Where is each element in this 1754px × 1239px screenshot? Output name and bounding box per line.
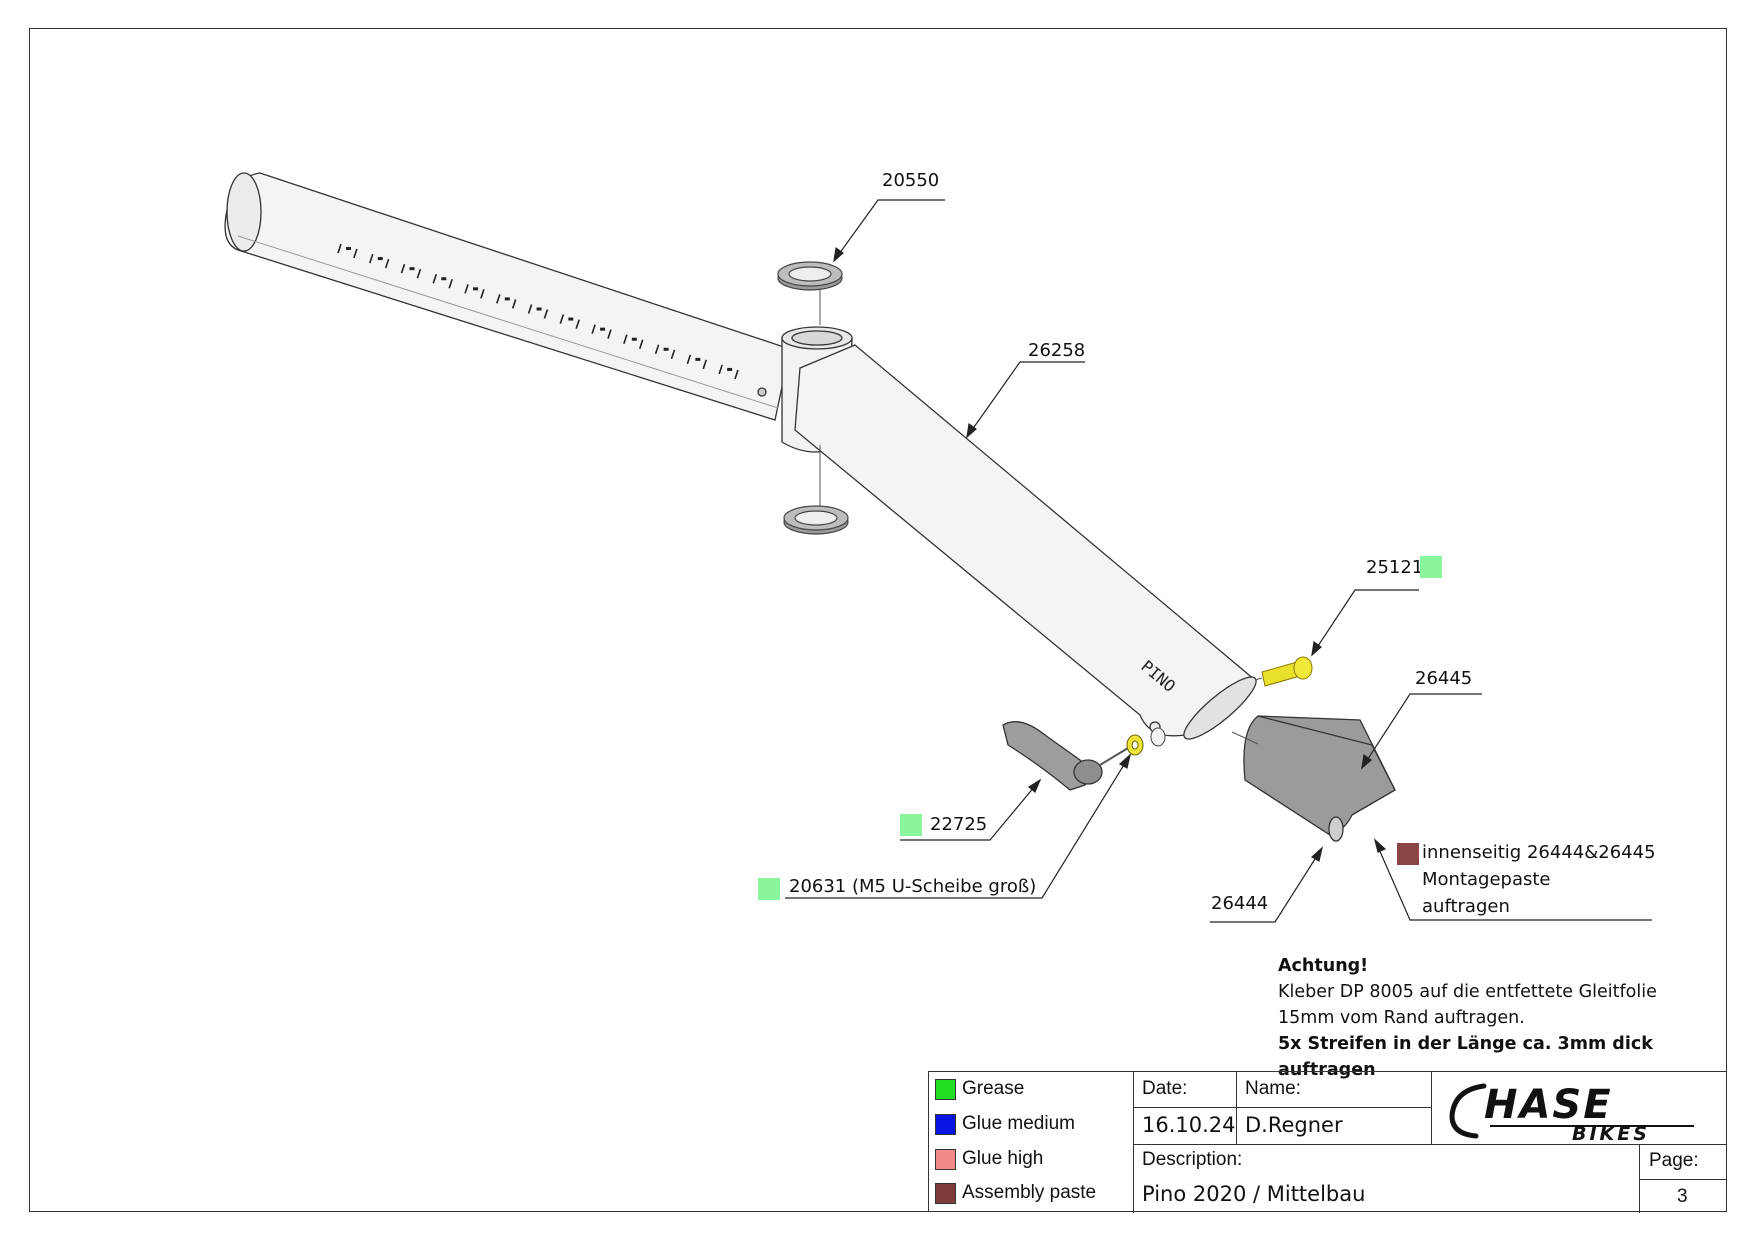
hase-bikes-logo: HASE BIKES (1449, 1082, 1694, 1142)
page-value: 3 (1677, 1186, 1688, 1207)
seat-tube-scale (337, 243, 739, 380)
scale-number (346, 247, 351, 250)
scale-tick (353, 248, 358, 259)
callout-20631: 20631 (M5 U-Scheibe groß) (789, 876, 1037, 897)
scale-tick (511, 299, 517, 309)
scale-number (568, 317, 574, 321)
scale-number (473, 287, 479, 291)
date-label: Date: (1142, 1078, 1188, 1099)
scale-tick (384, 258, 390, 269)
scale-tick (559, 314, 565, 324)
legend-grease: Grease (935, 1074, 1024, 1104)
scale-tick (591, 324, 596, 334)
assembly-paste-color-swatch (935, 1182, 956, 1204)
paste-note-line3: auftragen (1422, 896, 1510, 917)
bearing-top (777, 261, 843, 291)
main-tube (794, 344, 1257, 740)
washer-20631 (1126, 727, 1166, 756)
legend-grease-label: Grease (962, 1078, 1025, 1099)
caution-title: Achtung! (1278, 956, 1369, 976)
scale-tick (369, 253, 374, 264)
legend-assembly-paste-label: Assembly paste (962, 1182, 1097, 1203)
quick-release-lever (1002, 721, 1129, 791)
scale-tick (734, 369, 739, 380)
grease-color-swatch (935, 1078, 956, 1100)
title-block: Grease Glue medium Glue high Assembly pa… (928, 1071, 1727, 1213)
bearing-bottom (783, 505, 849, 535)
cover-shell (1243, 715, 1396, 842)
bolt-25121 (1254, 656, 1313, 687)
scale-tick (464, 284, 469, 294)
callout-20550: 20550 (882, 170, 940, 191)
assembly-paste-swatch (1397, 843, 1419, 865)
glue-high-color-swatch (935, 1148, 956, 1170)
description-value: Pino 2020 / Mittelbau (1142, 1182, 1366, 1206)
caution-line-1: Kleber DP 8005 auf die entfettete Gleitf… (1278, 982, 1657, 1002)
page-label: Page: (1649, 1150, 1699, 1171)
scale-tick (623, 334, 628, 344)
scale-tick (654, 344, 660, 355)
grease-swatch-22725 (900, 814, 922, 836)
scale-tick (638, 339, 644, 350)
legend-glue-high: Glue high (935, 1144, 1043, 1174)
paste-note-line2: Montagepaste (1422, 869, 1551, 890)
scale-tick (670, 349, 676, 360)
drawing-frame (29, 28, 1727, 1212)
scale-tick (527, 304, 533, 314)
callout-25121: 25121 (1366, 557, 1424, 578)
glue-medium-color-swatch (935, 1113, 956, 1135)
scale-number (536, 307, 542, 311)
caution-line-3: 5x Streifen in der Länge ca. 3mm dick au… (1278, 1034, 1653, 1080)
scale-number (441, 277, 447, 281)
scale-tick (337, 243, 342, 254)
paste-note-line1: innenseitig 26444&26445 (1422, 842, 1656, 863)
scale-tick (607, 329, 612, 339)
scale-number (504, 297, 510, 301)
scale-tick (686, 354, 692, 365)
scale-tick (543, 309, 549, 319)
callout-26258: 26258 (1028, 340, 1086, 361)
scale-number (695, 357, 701, 361)
scale-tick (480, 289, 485, 299)
logo-sub-text: BIKES (1572, 1123, 1650, 1142)
leader-lines (785, 199, 1652, 923)
scale-tick (496, 294, 501, 304)
scale-number (631, 337, 637, 341)
scale-number (663, 347, 669, 351)
scale-number (727, 367, 733, 371)
legend-glue-high-label: Glue high (962, 1148, 1044, 1169)
scale-tick (432, 273, 438, 284)
scale-number (377, 257, 383, 261)
scale-tick (448, 279, 453, 289)
scale-tick (416, 268, 422, 279)
caution-line-2: 15mm vom Rand auftragen. (1278, 1008, 1525, 1028)
scale-tick (718, 364, 723, 375)
scale-tick (575, 319, 580, 329)
scale-number (600, 327, 606, 331)
scale-tick (400, 263, 406, 274)
scale-tick (702, 359, 707, 370)
caution-note: Achtung! Kleber DP 8005 auf die entfette… (1278, 953, 1754, 1083)
callout-26445: 26445 (1415, 668, 1473, 689)
name-label: Name: (1245, 1078, 1301, 1099)
date-value: 16.10.24 (1142, 1113, 1236, 1137)
callout-26444: 26444 (1211, 893, 1269, 914)
logo-main-text: HASE (1484, 1082, 1613, 1128)
grease-swatch-25121 (1420, 556, 1442, 578)
legend-assembly-paste: Assembly paste (935, 1178, 1096, 1208)
name-value: D.Regner (1245, 1113, 1343, 1137)
legend-glue-medium: Glue medium (935, 1109, 1075, 1139)
legend-glue-medium-label: Glue medium (962, 1113, 1075, 1134)
seat-tube (224, 172, 791, 421)
grease-swatch-20631 (758, 878, 780, 900)
callout-22725: 22725 (930, 814, 988, 835)
description-label: Description: (1142, 1149, 1243, 1170)
scale-number (409, 267, 415, 271)
